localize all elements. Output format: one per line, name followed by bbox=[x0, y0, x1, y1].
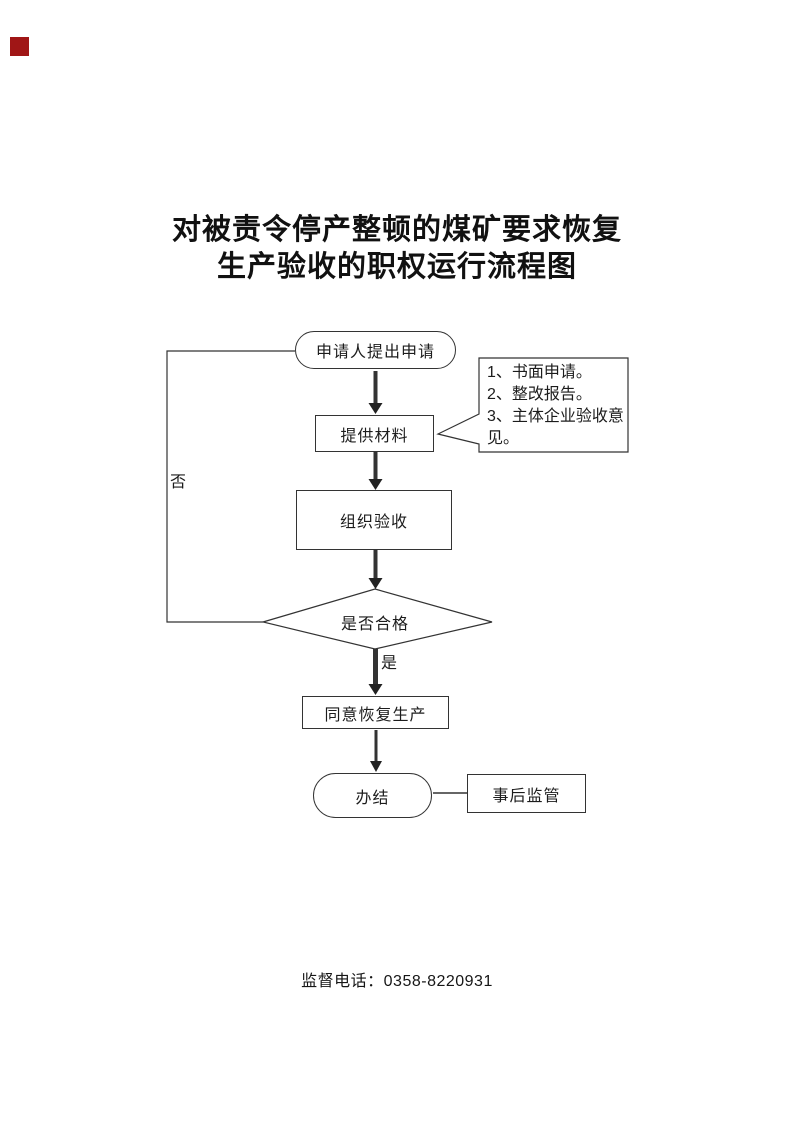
page-title: 对被责令停产整顿的煤矿要求恢复 生产验收的职权运行流程图 bbox=[0, 212, 794, 286]
flow-node-end-label: 办结 bbox=[355, 789, 390, 807]
edge-no-loop bbox=[166, 350, 295, 623]
arrow-approve-to-end bbox=[370, 730, 382, 772]
page-title-line2: 生产验收的职权运行流程图 bbox=[216, 251, 577, 283]
page-title-line1: 对被责令停产整顿的煤矿要求恢复 bbox=[171, 214, 622, 246]
flow-node-materials-label: 提供材料 bbox=[340, 427, 409, 445]
flow-node-start: 申请人提出申请 bbox=[295, 331, 456, 369]
flow-node-decision-label: 是否合格 bbox=[340, 616, 409, 633]
arrow-organize-to-decision bbox=[368, 550, 383, 589]
flow-node-approve-label: 同意恢复生产 bbox=[324, 706, 427, 724]
arrow-materials-to-organize bbox=[368, 452, 383, 490]
flow-node-supervision-label: 事后监管 bbox=[492, 787, 561, 805]
note-callout-text: 1、书面申请。 2、整改报告。 3、主体企业验收意 见。 bbox=[487, 364, 624, 447]
supervision-phone: 监督电话：0358-8220931 bbox=[301, 973, 493, 990]
edge-label-yes: 是 bbox=[381, 655, 398, 672]
red-square-marker bbox=[10, 37, 29, 56]
flow-node-approve: 同意恢复生产 bbox=[302, 696, 449, 729]
flow-node-start-label: 申请人提出申请 bbox=[315, 344, 435, 361]
edge-label-no: 否 bbox=[170, 474, 187, 491]
flow-node-organize: 组织验收 bbox=[296, 490, 452, 550]
flow-node-end: 办结 bbox=[313, 773, 432, 818]
flow-node-supervision: 事后监管 bbox=[467, 774, 586, 813]
arrow-start-to-materials bbox=[368, 371, 383, 414]
arrow-decision-to-approve bbox=[368, 649, 383, 695]
note-callout-shape bbox=[436, 357, 629, 453]
flow-node-organize-label: 组织验收 bbox=[339, 514, 408, 531]
flow-node-materials: 提供材料 bbox=[315, 415, 434, 452]
